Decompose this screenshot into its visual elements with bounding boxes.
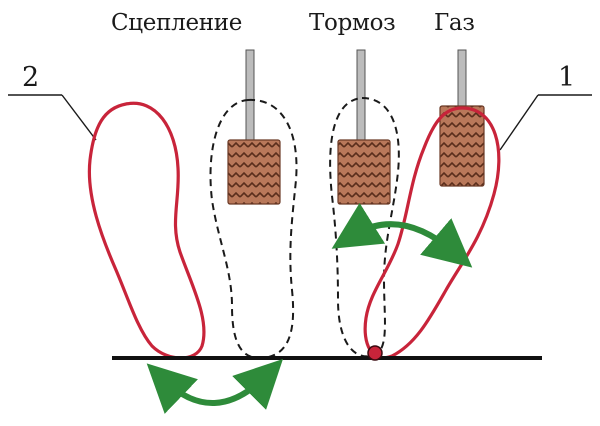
- clutch-pedal-pad: [227, 139, 281, 205]
- clutch-label: Сцепление: [111, 10, 243, 36]
- heel-pivot-point: [367, 345, 383, 361]
- double-arrow-brake-gas-icon: [331, 202, 473, 268]
- gas-label: Газ: [434, 10, 475, 36]
- callout-leader-1: [499, 94, 592, 151]
- brake-pedal-pad: [337, 139, 391, 205]
- brake-label: Тормоз: [309, 10, 396, 36]
- clutch-pedal-stem: [245, 49, 255, 143]
- callout-number-1: 1: [558, 62, 576, 93]
- brake-pedal-stem: [356, 49, 366, 143]
- double-arrow-floor-icon: [146, 359, 283, 414]
- gas-pedal-stem: [457, 49, 467, 109]
- callout-leader-2: [8, 94, 97, 141]
- left-foot-outline: [87, 101, 206, 360]
- gas-pedal-pad: [439, 105, 485, 187]
- callout-number-2: 2: [22, 62, 40, 93]
